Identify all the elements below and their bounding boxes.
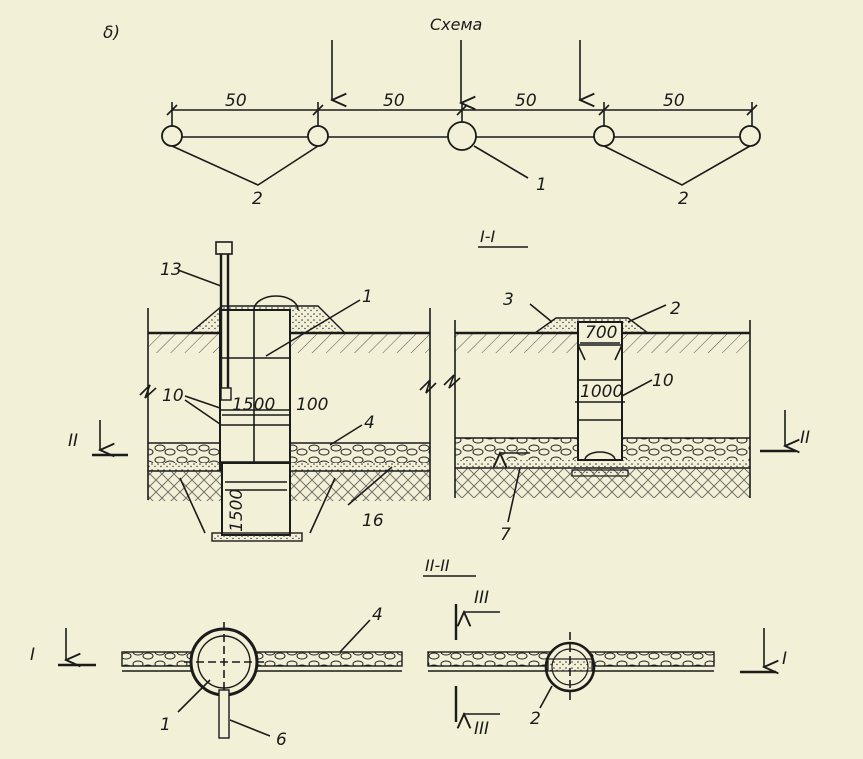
- scheme-well-c: [593, 125, 615, 147]
- figure-letter: δ): [103, 23, 120, 43]
- label-plan-well-2: 2: [530, 709, 541, 729]
- section-I-title: I-I: [480, 227, 495, 246]
- label-well-2-section: 2: [670, 299, 681, 319]
- label-item-4-section: 4: [364, 413, 375, 433]
- cut-label-III-bottom: III: [474, 719, 489, 739]
- dim-1000: 1000: [580, 382, 623, 402]
- well-1-hatch-cover: [253, 295, 299, 311]
- cut-label-II-right: II: [800, 428, 810, 448]
- label-item-7: 7: [500, 525, 511, 545]
- scheme-plan: Схема 50 50 50 50 2 2 1: [161, 15, 761, 209]
- section-II-title: II-II: [425, 556, 450, 575]
- label-item-16: 16: [362, 511, 384, 531]
- span-dimension-2: 50: [383, 91, 405, 111]
- label-well-2-right: 2: [678, 189, 689, 209]
- scheme-well-b: [307, 125, 329, 147]
- label-item-10-right: 10: [652, 371, 674, 391]
- scheme-well-a: [161, 125, 183, 147]
- outlet-pipe-6: [218, 689, 230, 739]
- label-plan-item-4: 4: [372, 605, 383, 625]
- span-dimension-1: 50: [225, 91, 247, 111]
- dim-1500-lower: 1500: [227, 489, 247, 532]
- scheme-well-d: [739, 125, 761, 147]
- label-item-6: 6: [276, 730, 287, 750]
- label-pipe-13: 13: [160, 260, 182, 280]
- label-item-10-left: 10: [162, 386, 184, 406]
- section-I-I: I-I 13 1: [68, 227, 810, 545]
- cut-label-II-left: II: [68, 431, 78, 451]
- label-plan-well-1: 1: [160, 715, 171, 735]
- scheme-title: Схема: [430, 15, 482, 34]
- label-item-3: 3: [503, 290, 514, 310]
- pipe-13-cap: [215, 241, 233, 255]
- label-well-2-left: 2: [252, 189, 263, 209]
- span-dimension-4: 50: [663, 91, 685, 111]
- label-well-1: 1: [536, 175, 547, 195]
- cut-label-I-right: I: [782, 649, 787, 669]
- span-dimension-3: 50: [515, 91, 537, 111]
- cut-label-I-left: I: [30, 645, 35, 665]
- cut-label-III-top: III: [474, 588, 489, 608]
- drain-strip-4: [251, 651, 403, 667]
- scheme-well-main: [447, 121, 477, 151]
- dim-1500-upper: 1500: [232, 395, 275, 415]
- dim-100: 100: [296, 395, 328, 415]
- dim-700: 700: [585, 323, 617, 343]
- well-2-bottom: [584, 451, 616, 461]
- label-well-1-section: 1: [362, 287, 373, 307]
- section-II-II: II-II 1 6 4 I 2 III: [30, 556, 787, 750]
